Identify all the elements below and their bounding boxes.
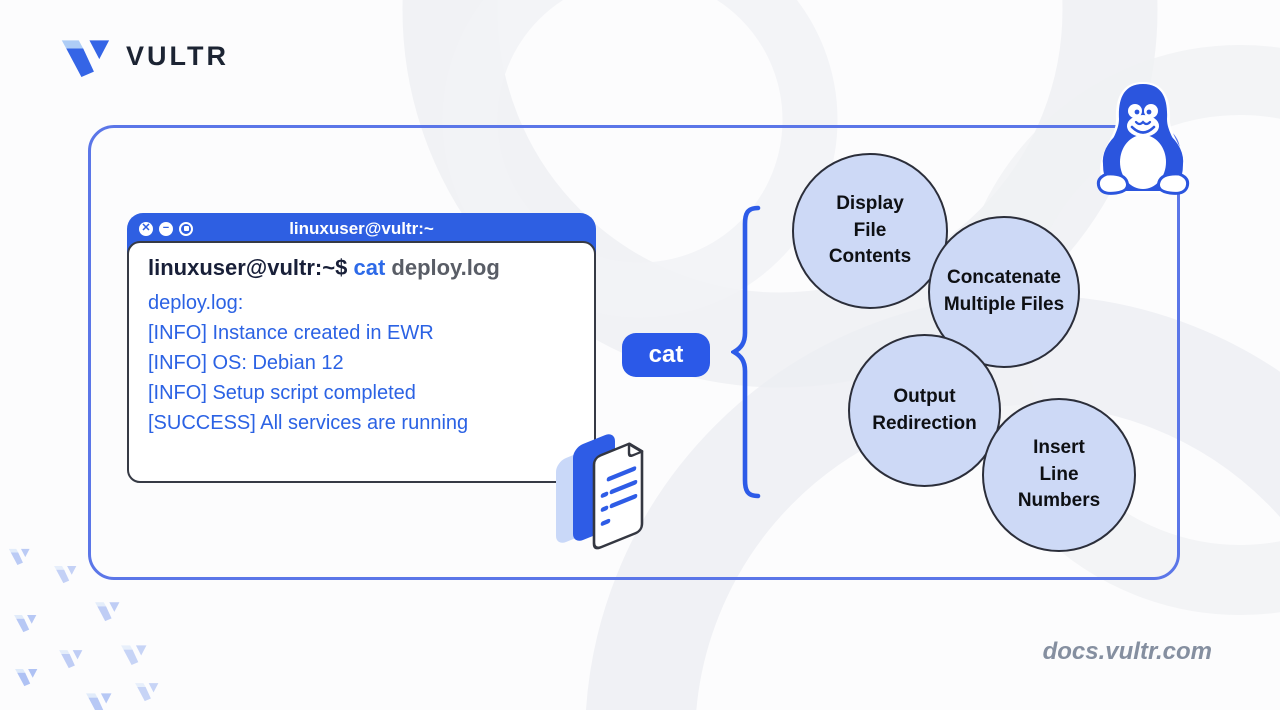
feature-circle-insert-line-numbers: Insert Line Numbers xyxy=(982,398,1136,552)
cat-command-label: cat xyxy=(648,341,684,368)
close-icon[interactable]: ✕ xyxy=(139,221,153,236)
footer-url: docs.vultr.com xyxy=(1042,638,1212,665)
circle-label-line: Contents xyxy=(828,246,912,268)
linux-tux-icon xyxy=(1096,82,1190,195)
vultr-v-mark-icon xyxy=(120,642,147,666)
terminal-window: linuxuser@vultr:~ ✕ − linuxuser@vultr:~$… xyxy=(127,213,596,483)
terminal-output-line: deploy.log: xyxy=(148,292,244,314)
minimize-icon[interactable]: − xyxy=(159,221,173,236)
circle-label-line: Multiple Files xyxy=(943,294,1065,315)
vultr-v-mark-icon xyxy=(13,612,37,633)
vultr-v-mark-icon xyxy=(53,563,77,584)
diagram-frame xyxy=(88,125,1180,580)
circle-label-line: File xyxy=(853,219,887,241)
terminal-titlebar: ✕ − xyxy=(127,213,596,244)
circle-label-line: Concatenate xyxy=(946,267,1061,289)
circle-label-line: Numbers xyxy=(1017,490,1101,512)
circle-label-line: Redirection xyxy=(872,412,977,434)
vultr-v-mark-icon xyxy=(85,690,112,710)
vultr-v-mark-icon xyxy=(94,599,120,622)
circle-label-line: Display xyxy=(836,193,904,215)
brand-name: VULTR xyxy=(126,41,229,71)
feature-circle-output-redirection: Output Redirection xyxy=(848,334,1001,487)
vultr-v-mark-icon xyxy=(14,666,38,687)
vultr-v-mark-icon xyxy=(134,680,159,702)
terminal-output-line: [SUCCESS] All services are running xyxy=(148,412,469,434)
circle-label-line: Insert xyxy=(1033,437,1085,459)
command-line: linuxuser@vultr:~$ cat deploy.log xyxy=(148,255,576,281)
command-name: cat xyxy=(353,255,386,280)
feature-circle-display-file-contents: Display File Contents xyxy=(792,153,948,309)
vultr-v-mark-icon xyxy=(8,546,30,566)
circle-label-line: Output xyxy=(893,385,956,407)
command-argument: deploy.log xyxy=(391,255,500,280)
maximize-icon[interactable] xyxy=(179,221,193,236)
vultr-v-mark-icon xyxy=(60,34,110,79)
terminal-output-line: [INFO] OS: Debian 12 xyxy=(148,352,344,374)
terminal-output-line: [INFO] Instance created in EWR xyxy=(148,322,434,344)
log-file-document-icon xyxy=(556,434,644,550)
terminal-body: linuxuser@vultr:~$ cat deploy.log deploy… xyxy=(127,241,596,483)
shell-prompt: linuxuser@vultr:~$ xyxy=(148,255,348,280)
cat-command-pill: cat xyxy=(622,333,710,377)
circle-label-line: Line xyxy=(1039,463,1079,485)
vultr-v-mark-icon xyxy=(58,647,83,669)
vultr-logo: VULTR xyxy=(60,34,229,79)
curly-brace-icon xyxy=(731,205,761,499)
terminal-output-line: [INFO] Setup script completed xyxy=(148,382,416,404)
